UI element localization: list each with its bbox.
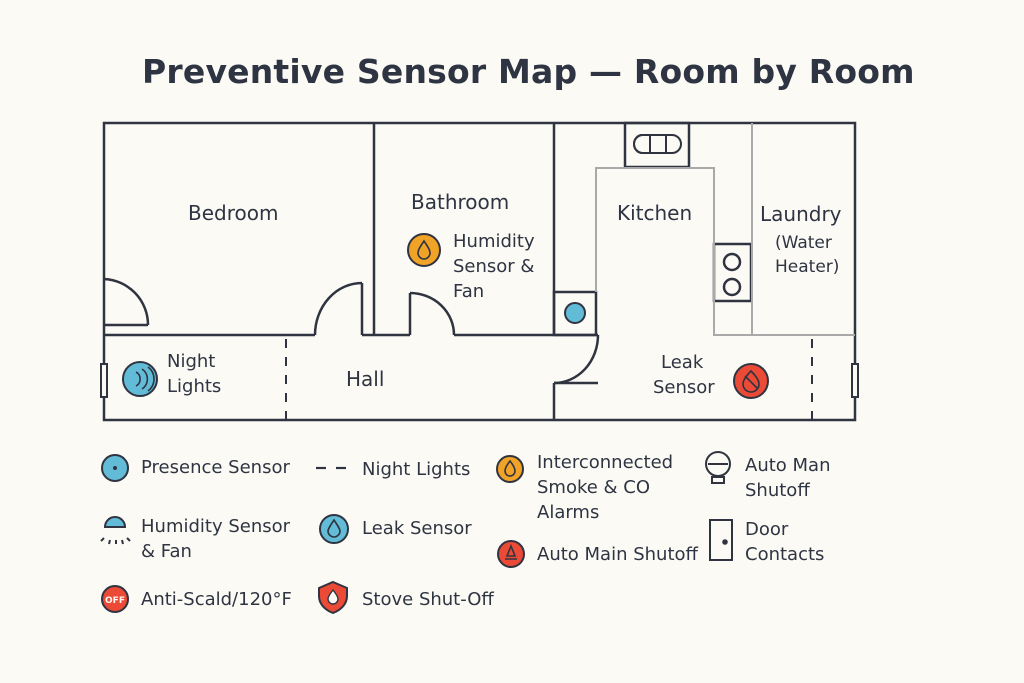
room-kitchen: Kitchen bbox=[617, 201, 693, 225]
room-laundry: Laundry bbox=[760, 202, 842, 226]
legend-leak-icon bbox=[319, 514, 349, 544]
leak-label-1: Leak bbox=[661, 352, 704, 373]
legend-door-icon bbox=[709, 519, 733, 561]
room-hall: Hall bbox=[346, 367, 385, 391]
bath-humidity-label-3: Fan bbox=[453, 281, 485, 302]
room-bedroom: Bedroom bbox=[188, 201, 279, 225]
legend-leak-label: Leak Sensor bbox=[362, 518, 472, 539]
sink-cabinet bbox=[552, 290, 598, 337]
leak-label-2: Sensor bbox=[653, 377, 715, 398]
legend-anti-scald-label: Anti-Scald/120°F bbox=[141, 589, 292, 610]
kitchen-counter-line bbox=[595, 167, 752, 336]
legend-stove-icon bbox=[318, 580, 348, 615]
legend-auto-main-label: Auto Main Shutoff bbox=[537, 544, 698, 565]
room-bathroom: Bathroom bbox=[411, 190, 510, 214]
legend-humidity-icon bbox=[100, 516, 131, 545]
legend-auto-man-icon bbox=[705, 451, 731, 484]
legend-presence-label: Presence Sensor bbox=[141, 457, 290, 478]
outer-wall bbox=[102, 121, 857, 422]
hall-door-swing bbox=[313, 281, 363, 336]
off-badge-text: OFF bbox=[105, 596, 125, 606]
stove-shutoff-sensor-icon bbox=[733, 363, 769, 399]
bath-humidity-label-1: Humidity bbox=[453, 231, 535, 252]
kitchen-door-swing bbox=[553, 334, 600, 385]
bathroom-door-swing bbox=[409, 291, 456, 336]
night-lights-label-2: Lights bbox=[167, 376, 222, 397]
legend-smoke-label-2: Smoke & CO bbox=[537, 477, 651, 498]
window-right bbox=[851, 363, 859, 398]
legend-smoke-label-1: Interconnected bbox=[537, 452, 674, 473]
legend-door-label-1: Door bbox=[745, 519, 789, 540]
legend-stove-label: Stove Shut-Off bbox=[362, 589, 494, 610]
room-laundry-subtitle: (Water Heater) bbox=[775, 233, 840, 277]
night-light-sensor-icon bbox=[122, 361, 158, 397]
legend-night-lights-label: Night Lights bbox=[362, 459, 471, 480]
washer bbox=[712, 242, 753, 303]
bath-humidity-label-2: Sensor & bbox=[453, 256, 535, 277]
cabinet-sensor-icon bbox=[564, 302, 586, 324]
washer-dial-2 bbox=[722, 277, 742, 297]
legend-auto-man-label-1: Auto Man bbox=[745, 455, 831, 476]
bedroom-door-swing bbox=[103, 277, 150, 326]
window-left bbox=[100, 363, 108, 398]
legend-auto-main-icon bbox=[497, 540, 525, 568]
legend-door-label-2: Contacts bbox=[745, 544, 825, 565]
legend-smoke-label-3: Alarms bbox=[537, 502, 600, 523]
night-lights-label-1: Night bbox=[167, 351, 216, 372]
bath-humidity-sensor-icon bbox=[407, 233, 441, 267]
legend-humidity-label-2: & Fan bbox=[141, 541, 192, 562]
legend-smoke-icon bbox=[496, 455, 524, 483]
page-title: Preventive Sensor Map — Room by Room bbox=[142, 52, 915, 91]
legend-humidity-label-1: Humidity Sensor bbox=[141, 516, 291, 537]
legend-presence-icon bbox=[101, 454, 129, 482]
legend-auto-man-label-2: Shutoff bbox=[745, 480, 810, 501]
washer-dial-1 bbox=[722, 252, 742, 272]
legend-anti-scald-icon: OFF bbox=[101, 585, 129, 613]
stove-icon bbox=[633, 134, 682, 154]
